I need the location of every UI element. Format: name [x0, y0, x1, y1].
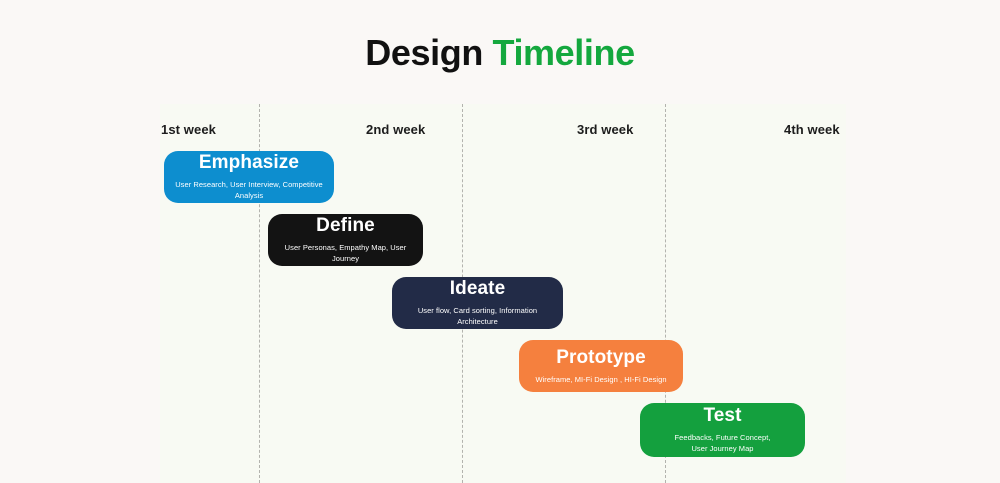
phase-title-emphasize: Emphasize: [198, 152, 300, 173]
phase-title-test: Test: [703, 405, 742, 426]
week-divider-3: [665, 104, 666, 483]
phase-title-define: Define: [316, 215, 375, 236]
week-divider-1: [259, 104, 260, 483]
phase-title-ideate: Ideate: [449, 278, 506, 299]
week-label-2: 2nd week: [366, 122, 426, 137]
phase-details-prototype: Wireframe, MI-Fi Design , HI-Fi Design: [535, 374, 667, 384]
phase-details-define: User Personas, Empathy Map, User Journey: [284, 243, 407, 263]
phase-details-test: Feedbacks, Future Concept, User Journey …: [674, 433, 771, 453]
phase-card-emphasize[interactable]: Emphasize User Research, User Interview,…: [164, 151, 334, 203]
phase-card-prototype[interactable]: Prototype Wireframe, MI-Fi Design , HI-F…: [519, 340, 683, 392]
page-title: Design Timeline: [0, 30, 1000, 76]
week-label-3: 3rd week: [577, 122, 634, 137]
phase-card-test[interactable]: Test Feedbacks, Future Concept, User Jou…: [640, 403, 805, 457]
page-title-main: Design: [365, 32, 483, 73]
week-label-4: 4th week: [784, 122, 840, 137]
phase-details-emphasize: User Research, User Interview, Competiti…: [175, 180, 323, 200]
phase-title-prototype: Prototype: [556, 346, 646, 368]
page-title-accent: Timeline: [482, 32, 636, 73]
phase-card-ideate[interactable]: Ideate User flow, Card sorting, Informat…: [392, 277, 563, 329]
phase-card-define[interactable]: Define User Personas, Empathy Map, User …: [268, 214, 423, 266]
week-label-1: 1st week: [161, 122, 217, 137]
phase-details-ideate: User flow, Card sorting, Information Arc…: [417, 306, 538, 326]
